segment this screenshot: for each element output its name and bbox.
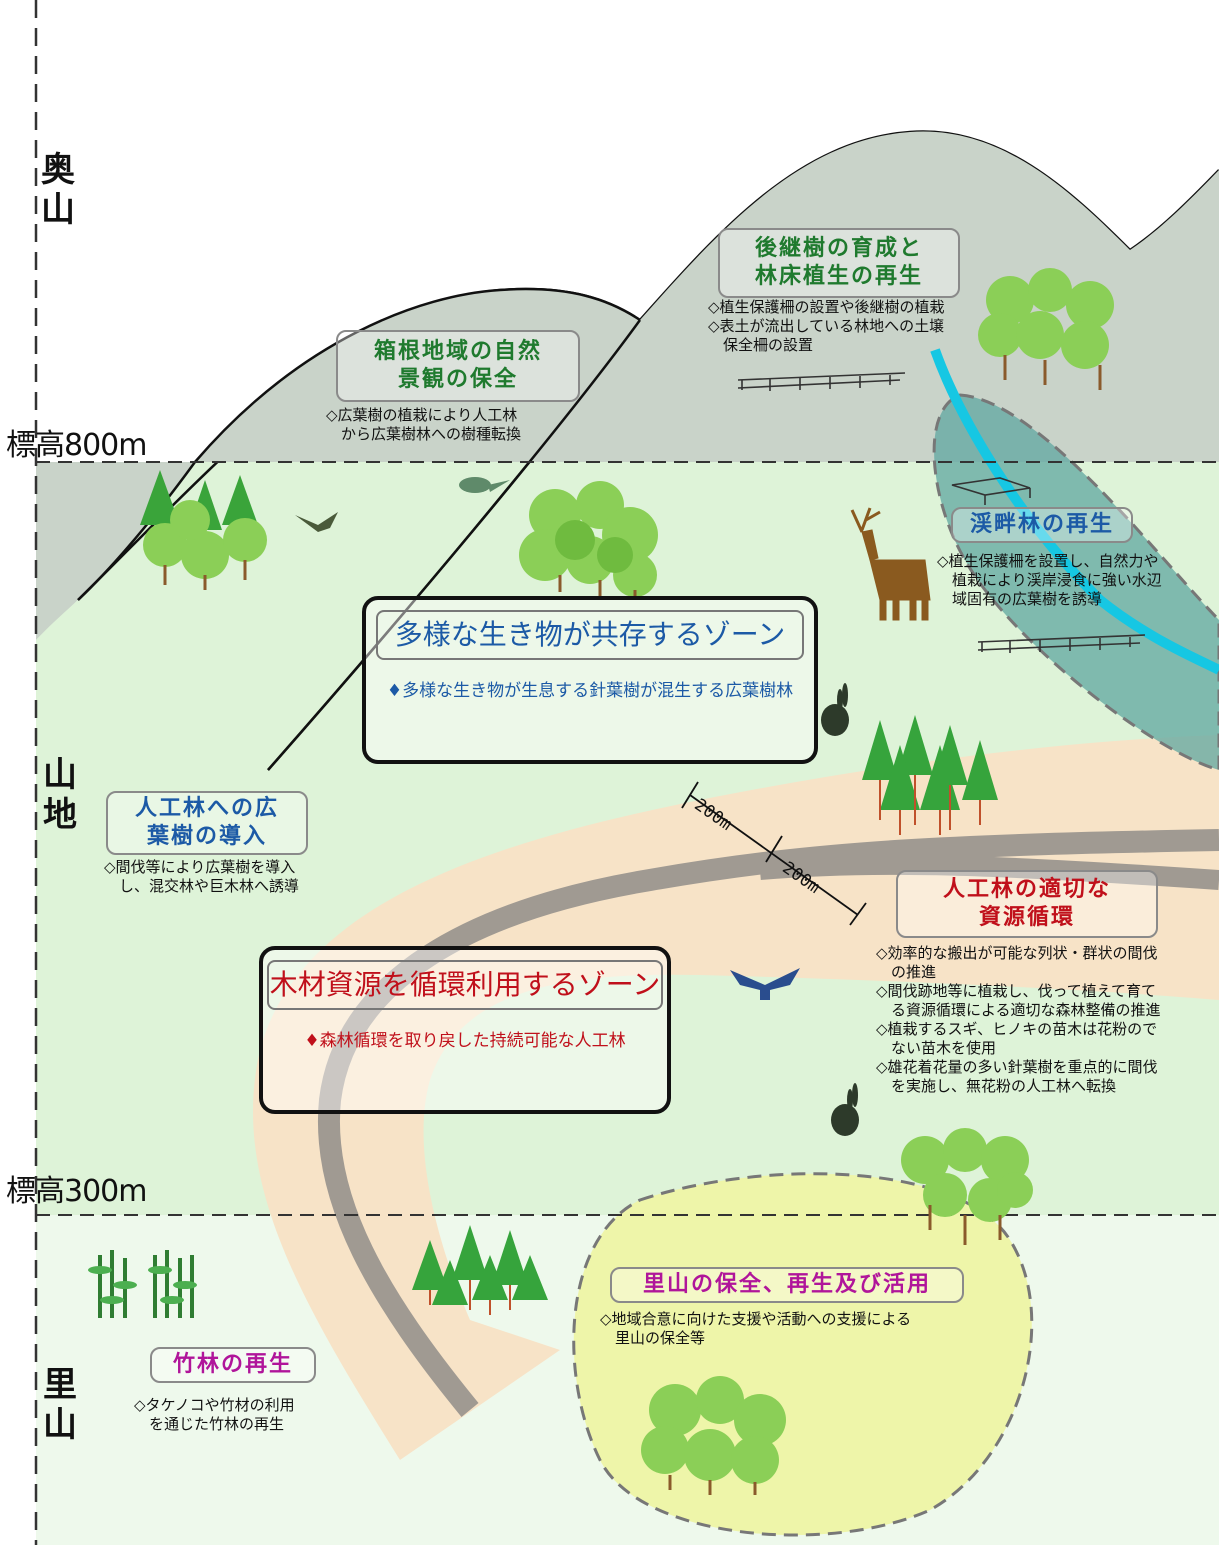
stream-line	[930, 348, 1219, 675]
ridge-outline-b	[77, 461, 197, 601]
satoyama-title: 里山の保全、再生及び活用	[642, 1272, 931, 1297]
broadleaf-tree-cluster-icon-4	[641, 1376, 786, 1495]
hakone-title: 箱根地域の自然 景観の保全	[373, 339, 542, 392]
timber-zone-box: 木材資源を循環利用するゾーン ♦森林循環を取り戻した持続可能な人工林	[259, 946, 671, 1114]
zone-label-sanchi: 山地	[43, 755, 77, 835]
okuyama-area	[195, 131, 1219, 462]
eagle-icon	[730, 968, 800, 1000]
broadleaf-tree-cluster-icon	[519, 481, 658, 598]
broadleaf-intro-description: ◇間伐等により広葉樹を導入 し、混交林や巨木林へ誘導	[104, 858, 300, 895]
broadleaf-intro-title-box: 人工林への広 葉樹の導入	[106, 791, 308, 855]
rabbit-icon	[821, 683, 849, 736]
satoyama-patch	[572, 1172, 1034, 1537]
broadleaf-tree-cluster-icon-2	[978, 268, 1114, 390]
riparian-title: 渓畔林の再生	[969, 512, 1114, 537]
fence-icon-2	[977, 634, 1146, 653]
ridge-outline-c	[267, 319, 642, 771]
hakone-description: ◇広葉樹の植栽により人工林 から広葉樹林への樹種転換	[326, 406, 522, 443]
elevation-label-300: 標高300m	[6, 1174, 147, 1209]
conifer-cluster-icon-2	[412, 1225, 548, 1315]
successor-title: 後継樹の育成と 林床植生の再生	[754, 236, 923, 289]
timber-zone-subtitle: ♦森林循環を取り戻した持続可能な人工林	[304, 1031, 626, 1051]
resource-cycle-title: 人工林の適切な 資源循環	[942, 877, 1111, 930]
forest-road-branch	[759, 854, 1219, 890]
hakone-title-box: 箱根地域の自然 景観の保全	[336, 330, 580, 402]
dimension-arrows	[681, 781, 867, 926]
bamboo-description: ◇タケノコや竹材の利用 を通じた竹林の再生	[134, 1396, 295, 1433]
resource-cycle-description: ◇効率的な搬出が可能な列状・群状の間伐 の推進 ◇間伐跡地等に植栽し、伐って植え…	[876, 944, 1161, 1095]
hawk-icon	[295, 512, 338, 532]
broadleaf-tree-cluster-icon-3	[901, 1128, 1033, 1245]
riparian-description: ◇植生保護柵を設置し、自然力や 植栽により渓岸浸食に強い水辺 域固有の広葉樹を誘…	[937, 552, 1162, 608]
rabbit-icon-2	[831, 1083, 859, 1136]
ridge-outline-a	[194, 287, 641, 463]
conifer-cluster-icon	[862, 715, 998, 835]
resource-cycle-title-box: 人工林の適切な 資源循環	[896, 870, 1158, 938]
fence-icon	[737, 372, 906, 391]
elevation-label-800: 標高800m	[6, 428, 147, 463]
biodiversity-zone-title: 多様な生き物が共存するゾーン	[376, 610, 804, 660]
bamboo-leaves-icon	[88, 1266, 197, 1304]
bamboo-title: 竹林の再生	[172, 1352, 293, 1377]
zone-label-okuyama: 奥山	[41, 150, 75, 230]
forest-road-center	[317, 829, 1219, 1417]
biodiversity-zone-box: 多様な生き物が共存するゾーン ♦多様な生き物が生息する針葉樹が混生する広葉樹林	[362, 596, 818, 764]
bird-icon	[459, 477, 510, 493]
bamboo-title-box: 竹林の再生	[150, 1347, 316, 1383]
successor-title-box: 後継樹の育成と 林床植生の再生	[718, 228, 960, 298]
satoyama-title-box: 里山の保全、再生及び活用	[610, 1267, 964, 1303]
biodiversity-zone-subtitle: ♦多様な生き物が生息する針葉樹が混生する広葉樹林	[386, 681, 794, 701]
timber-zone-title: 木材資源を循環利用するゾーン	[267, 960, 663, 1010]
successor-description: ◇植生保護柵の設置や後継樹の植栽 ◇表土が流出している林地への土壌 保全柵の設置	[708, 298, 945, 354]
riparian-title-box: 渓畔林の再生	[951, 507, 1133, 543]
zone-label-satoyama: 里山	[43, 1365, 77, 1445]
satoyama-description: ◇地域合意に向けた支援や活動への支援による 里山の保全等	[600, 1310, 912, 1347]
broadleaf-intro-title: 人工林への広 葉樹の導入	[134, 796, 279, 849]
mixed-tree-cluster-icon	[140, 470, 267, 590]
check-dam-icon	[951, 477, 1031, 505]
deer-icon	[850, 507, 931, 621]
